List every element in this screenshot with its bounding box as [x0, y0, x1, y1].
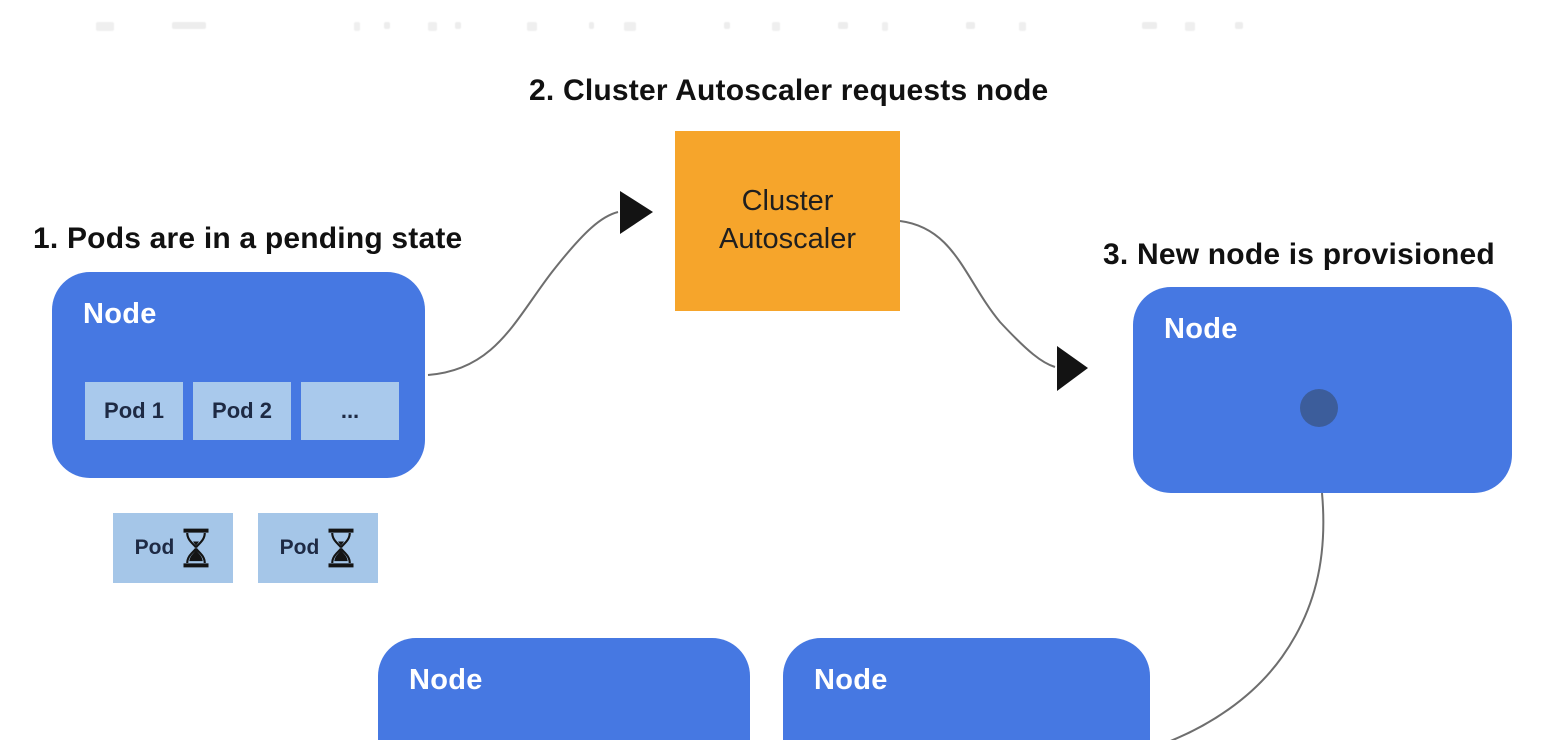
node-label: Node — [1164, 313, 1238, 345]
new-node: Node — [1133, 287, 1512, 493]
bottom-node-left: Node — [378, 638, 750, 740]
hourglass-icon — [328, 528, 354, 568]
cursor-dot — [1300, 389, 1338, 427]
pod-box-2: Pod 2 — [193, 382, 291, 440]
pending-node: Node Pod 1 Pod 2 ... — [52, 272, 425, 478]
node-label: Node — [409, 664, 483, 696]
pending-pod-label: Pod — [279, 536, 320, 559]
curve-node3-to-bottom — [1170, 492, 1325, 740]
cluster-autoscaler-label: Cluster Autoscaler — [718, 185, 856, 255]
bottom-node-right: Node — [783, 638, 1150, 740]
pending-pod-2: Pod — [258, 513, 378, 583]
clipped-text-remnant — [96, 22, 1516, 38]
step3-title: 3. New node is provisioned — [1103, 238, 1495, 271]
pod-box-1: Pod 1 — [85, 382, 183, 440]
cluster-autoscaler-box: Cluster Autoscaler — [675, 131, 900, 311]
curve-autoscaler-to-node3 — [899, 220, 1056, 368]
curve-node1-to-autoscaler — [427, 211, 619, 376]
pod-box-ellipsis: ... — [301, 382, 399, 440]
arrowhead-icon — [620, 191, 653, 234]
pending-pod-label: Pod — [134, 536, 175, 559]
arrowhead-icon — [1057, 346, 1088, 391]
step2-title: 2. Cluster Autoscaler requests node — [529, 74, 1049, 107]
hourglass-icon — [183, 528, 209, 568]
node-label: Node — [814, 664, 888, 696]
pod-row: Pod 1 Pod 2 ... — [85, 382, 399, 440]
pending-pod-1: Pod — [113, 513, 233, 583]
step1-title: 1. Pods are in a pending state — [33, 222, 463, 255]
node-label: Node — [83, 298, 157, 330]
